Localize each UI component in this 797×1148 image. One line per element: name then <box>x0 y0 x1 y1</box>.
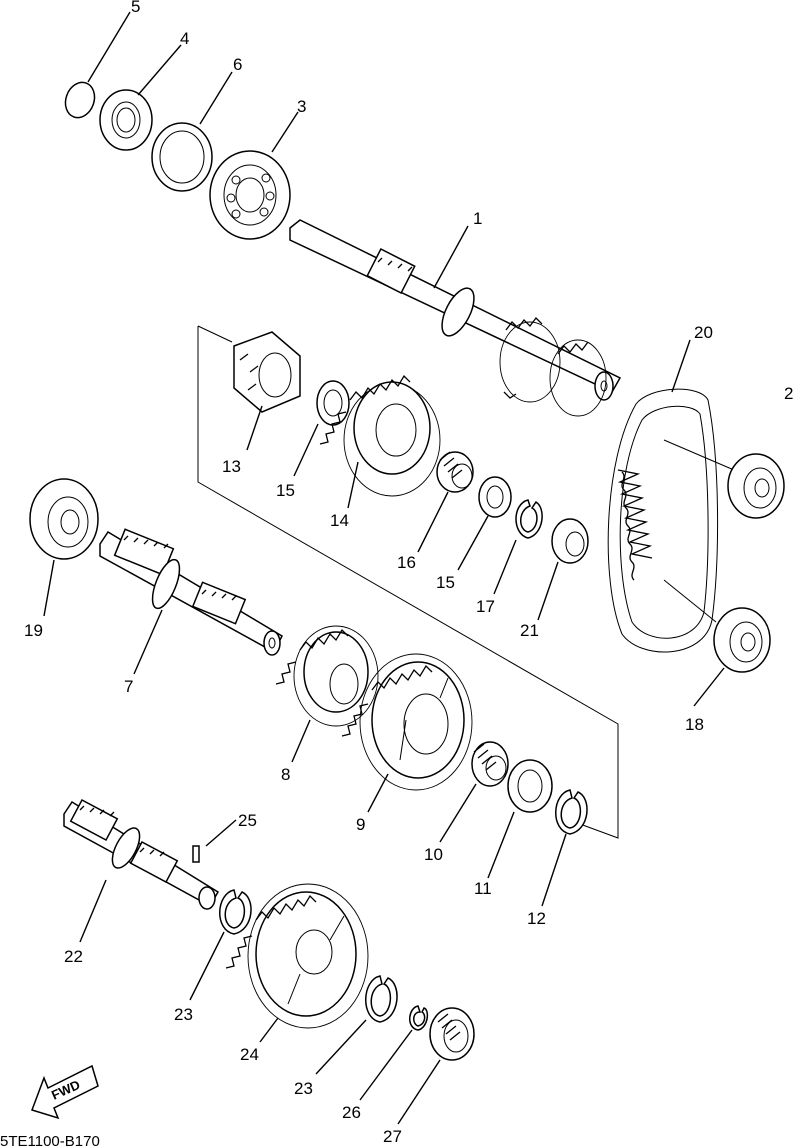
needle-bearing-16 <box>436 451 474 493</box>
washer-15-lower <box>478 476 512 518</box>
part-label: 20 <box>694 323 713 342</box>
forward-arrow-icon: FWD <box>31 1064 99 1120</box>
part-label: 14 <box>330 511 349 530</box>
part-label: 23 <box>294 1079 313 1098</box>
gear-9 <box>341 653 473 791</box>
shift-dog <box>233 331 301 413</box>
collar <box>151 122 213 192</box>
leader-line-18 <box>663 579 717 623</box>
part-label: 12 <box>527 909 546 928</box>
bearing-3 <box>209 150 291 240</box>
part-label: 16 <box>397 553 416 572</box>
part-label: 17 <box>476 597 495 616</box>
bearing-2 <box>727 453 785 519</box>
leader-lines <box>43 11 725 1125</box>
dowel-pin <box>192 845 200 863</box>
part-label: 2 <box>784 384 793 403</box>
needle-bearing-10 <box>471 741 509 787</box>
gear-8 <box>275 625 379 727</box>
bearing-19 <box>29 478 99 560</box>
part-label: 3 <box>297 97 306 116</box>
part-label: 5 <box>131 0 140 16</box>
part-label: 22 <box>64 947 83 966</box>
circlip-12 <box>555 789 588 835</box>
gear-24 <box>225 883 369 1029</box>
part-label: 1 <box>473 209 482 228</box>
part-label: 6 <box>233 55 242 74</box>
washer-15-upper <box>316 380 350 426</box>
assembly-outline <box>197 325 619 839</box>
drive-axle-7 <box>99 528 283 656</box>
circlip-17 <box>515 499 543 539</box>
o-ring <box>64 81 96 119</box>
axle-22 <box>63 799 220 910</box>
bearing-27 <box>429 1007 475 1061</box>
leader-line-2 <box>663 439 735 471</box>
part-label: 13 <box>222 457 241 476</box>
part-label: 18 <box>685 715 704 734</box>
part-label: 10 <box>424 845 443 864</box>
part-label: 21 <box>520 621 539 640</box>
circlip-23-upper <box>219 889 252 935</box>
part-label: 15 <box>436 573 455 592</box>
part-label: 8 <box>281 765 290 784</box>
oil-seal <box>99 89 153 151</box>
drive-chain <box>607 388 719 653</box>
part-label: 9 <box>356 815 365 834</box>
gear-14 <box>319 374 441 497</box>
part-label: 15 <box>276 481 295 500</box>
bearing-18 <box>713 607 771 673</box>
part-labels: 1 2 3 4 5 6 7 8 9 10 11 12 13 14 15 15 1… <box>24 0 793 1146</box>
diagram-code: 5TE1100-B170 <box>0 1133 100 1148</box>
part-label: 27 <box>383 1127 402 1146</box>
collar-21 <box>551 518 589 564</box>
main-axle-shaft <box>289 219 622 417</box>
part-label: 25 <box>238 811 257 830</box>
part-label: 4 <box>180 29 189 48</box>
circlip-26 <box>409 1005 429 1031</box>
part-label: 11 <box>474 879 492 898</box>
washer-11 <box>507 759 553 813</box>
part-label: 26 <box>342 1103 361 1122</box>
part-label: 19 <box>24 621 43 640</box>
part-label: 24 <box>240 1045 259 1064</box>
circlip-23-lower <box>365 975 398 1023</box>
part-label: 23 <box>174 1005 193 1024</box>
part-label: 7 <box>124 677 133 696</box>
